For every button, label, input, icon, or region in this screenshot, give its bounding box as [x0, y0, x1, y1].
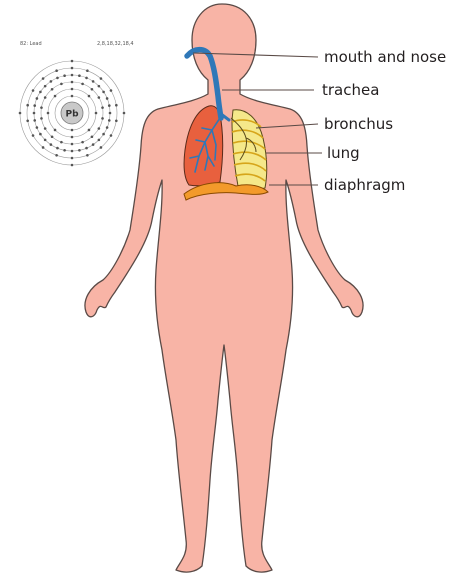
electron — [102, 133, 105, 136]
electron — [44, 139, 47, 142]
electron — [98, 139, 101, 142]
electron — [100, 146, 103, 149]
electron — [33, 119, 36, 122]
electron — [44, 85, 47, 88]
electron — [115, 104, 118, 107]
electron — [32, 134, 35, 137]
electron — [60, 141, 63, 144]
electron — [71, 164, 74, 167]
electron — [92, 80, 95, 83]
electron — [44, 96, 47, 99]
electron — [78, 149, 81, 152]
electron — [26, 104, 29, 107]
electron — [55, 69, 58, 72]
electron — [63, 149, 66, 152]
electron — [91, 135, 94, 138]
electron — [109, 112, 112, 115]
electron — [71, 95, 74, 98]
electron — [86, 69, 89, 72]
electron — [40, 117, 43, 120]
label-lung: lung — [327, 144, 360, 162]
electron — [47, 112, 50, 115]
electron — [55, 154, 58, 157]
electron — [44, 127, 47, 130]
electron — [26, 120, 29, 123]
electron — [50, 143, 53, 146]
label-diaphragm: diaphragm — [324, 176, 405, 194]
electron — [102, 91, 105, 94]
label-bronchus: bronchus — [324, 115, 393, 133]
electron — [85, 77, 88, 80]
electron — [92, 143, 95, 146]
electron — [56, 77, 59, 80]
atom-header-left: 82: Lead — [20, 41, 42, 47]
electron — [108, 104, 111, 107]
electron — [42, 77, 45, 80]
electron — [95, 112, 98, 115]
electron — [91, 88, 94, 91]
electron — [98, 85, 101, 88]
electron — [63, 74, 66, 77]
atom-symbol: Pb — [65, 110, 79, 120]
atom-header-right: 2,8,18,32,18,4 — [97, 41, 134, 47]
electron — [71, 88, 74, 91]
electron — [98, 127, 101, 130]
electron — [71, 150, 74, 153]
electron — [71, 157, 74, 160]
electron — [50, 80, 53, 83]
electron — [36, 126, 39, 129]
electron — [123, 112, 126, 115]
label-trachea: trachea — [322, 81, 379, 99]
electron — [108, 119, 111, 122]
electron — [110, 134, 113, 137]
electron — [32, 89, 35, 92]
electron — [101, 106, 104, 109]
electron — [71, 60, 74, 63]
electron — [115, 120, 118, 123]
electron — [106, 126, 109, 129]
electron — [42, 146, 45, 149]
electron — [19, 112, 22, 115]
electron — [60, 83, 63, 86]
electron — [81, 83, 84, 86]
electron — [71, 129, 74, 132]
electron — [54, 129, 57, 132]
electron — [33, 104, 36, 107]
label-mouth-and-nose: mouth and nose — [324, 48, 446, 66]
electron — [71, 67, 74, 70]
electron — [40, 106, 43, 109]
electron — [110, 89, 113, 92]
electron — [100, 77, 103, 80]
electron — [88, 95, 91, 98]
electron — [71, 136, 74, 139]
electron — [39, 133, 42, 136]
electron — [81, 141, 84, 144]
electron — [33, 112, 36, 115]
electron — [39, 91, 42, 94]
electron — [36, 97, 39, 100]
electron — [71, 143, 74, 146]
electron — [88, 129, 91, 132]
electron — [78, 74, 81, 77]
electron — [98, 96, 101, 99]
electron — [85, 147, 88, 150]
electron — [71, 74, 74, 77]
electron — [51, 135, 54, 138]
electron — [56, 147, 59, 150]
electron — [51, 88, 54, 91]
electron — [101, 117, 104, 120]
electron — [106, 97, 109, 100]
electron — [54, 95, 57, 98]
electron — [71, 81, 74, 84]
electron — [86, 154, 89, 157]
lead-atom-diagram: 82: Lead 2,8,18,32,18,4 Pb — [19, 41, 134, 166]
